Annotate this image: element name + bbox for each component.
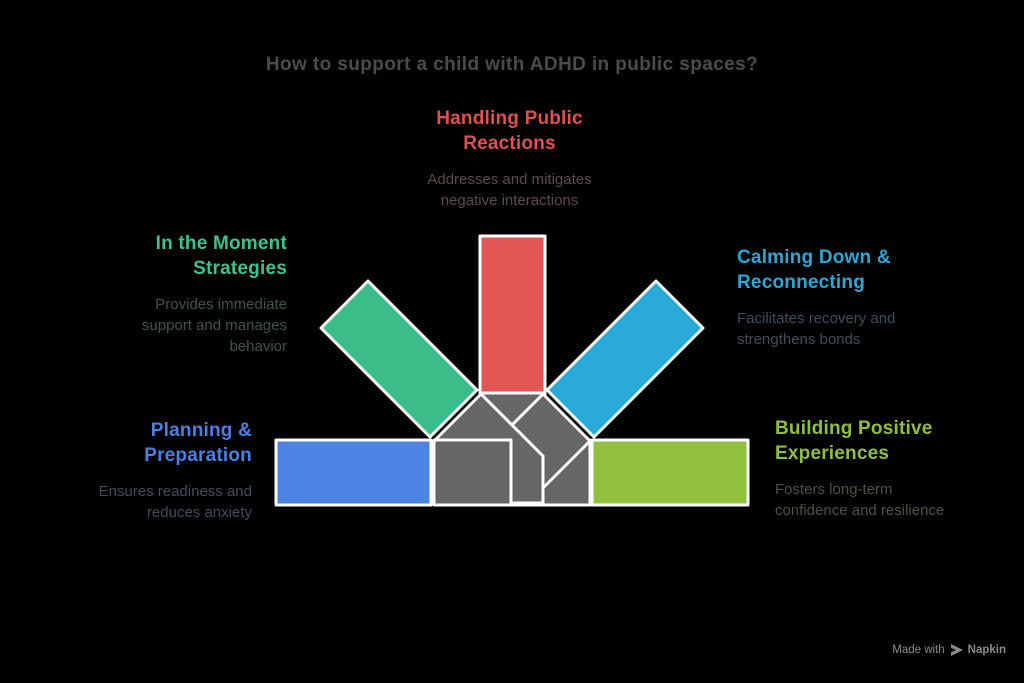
item-calming-down-reconnecting: Calming Down & Reconnecting Facilitates …	[737, 245, 957, 350]
red-arrow-bar	[478, 234, 547, 395]
item-planning-preparation: Planning & Preparation Ensures readiness…	[32, 418, 252, 523]
napkin-logo-icon	[950, 644, 963, 656]
made-with-label: Made with	[892, 644, 945, 656]
blue-arrow-head	[432, 438, 513, 507]
item-description: Provides immediate support and manages b…	[141, 296, 287, 355]
item-in-the-moment-strategies: In the Moment Strategies Provides immedi…	[67, 231, 287, 357]
item-description: Facilitates recovery and strengthens bon…	[737, 310, 896, 348]
cyan-arrow-bar	[545, 279, 705, 439]
lime-arrow-bar	[590, 438, 750, 507]
blue-arrow-bar	[274, 438, 433, 507]
item-handling-public-reactions: Handling Public Reactions Addresses and …	[392, 106, 627, 211]
green-arrow-bar	[319, 279, 479, 439]
item-building-positive-experiences: Building Positive Experiences Fosters lo…	[775, 416, 1005, 521]
item-heading: Handling Public Reactions	[436, 108, 583, 154]
page-title: How to support a child with ADHD in publ…	[265, 54, 759, 75]
made-with-napkin-watermark: Made with Napkin	[892, 644, 1006, 656]
item-description: Fosters long-term confidence and resilie…	[775, 481, 945, 519]
item-heading: Calming Down & Reconnecting	[737, 247, 891, 293]
item-heading: Building Positive Experiences	[775, 418, 933, 464]
item-heading: In the Moment Strategies	[155, 233, 287, 279]
item-description: Addresses and mitigates negative interac…	[427, 171, 592, 209]
napkin-brand-label: Napkin	[967, 644, 1006, 656]
item-description: Ensures readiness and reduces anxiety	[98, 483, 252, 521]
item-heading: Planning & Preparation	[144, 420, 252, 466]
